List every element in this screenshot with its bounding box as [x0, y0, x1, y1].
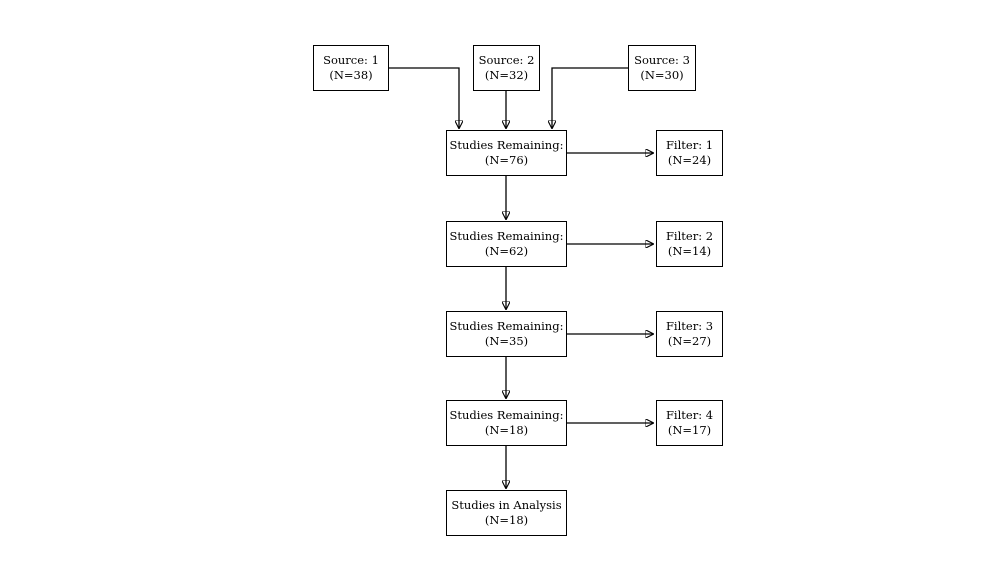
final-label: Studies in Analysis — [451, 498, 562, 512]
edge-source1-to-stage1 — [388, 67, 459, 128]
stage-1-label: Studies Remaining: — [449, 138, 564, 152]
source-box-3: Source: 3 (N=30) — [628, 45, 696, 91]
filter-3-label: Filter: 3 — [665, 319, 714, 333]
filter-2-label: Filter: 2 — [665, 229, 714, 243]
source-1-count: (N=38) — [329, 68, 373, 82]
stage-box-3: Studies Remaining: (N=35) — [446, 311, 567, 357]
source-3-count: (N=30) — [640, 68, 684, 82]
filter-2-count: (N=14) — [667, 244, 712, 258]
stage-box-4: Studies Remaining: (N=18) — [446, 400, 567, 446]
filter-box-2: Filter: 2 (N=14) — [656, 221, 723, 267]
stage-box-2: Studies Remaining: (N=62) — [446, 221, 567, 267]
source-1-label: Source: 1 — [323, 53, 379, 67]
filter-box-4: Filter: 4 (N=17) — [656, 400, 723, 446]
source-box-2: Source: 2 (N=32) — [473, 45, 540, 91]
source-2-count: (N=32) — [484, 68, 529, 82]
stage-3-count: (N=35) — [484, 334, 529, 348]
stage-2-label: Studies Remaining: — [449, 229, 564, 243]
stage-1-count: (N=76) — [484, 153, 529, 167]
source-box-1: Source: 1 (N=38) — [313, 45, 389, 91]
stage-box-1: Studies Remaining: (N=76) — [446, 130, 567, 176]
filter-4-label: Filter: 4 — [665, 408, 714, 422]
filter-4-count: (N=17) — [667, 423, 712, 437]
source-2-label: Source: 2 — [478, 53, 535, 67]
stage-2-count: (N=62) — [484, 244, 529, 258]
final-count: (N=18) — [484, 513, 529, 527]
final-box-studies-in-analysis: Studies in Analysis (N=18) — [446, 490, 567, 536]
edge-source3-to-stage1 — [552, 67, 628, 128]
stage-3-label: Studies Remaining: — [449, 319, 564, 333]
stage-4-label: Studies Remaining: — [449, 408, 564, 422]
filter-box-1: Filter: 1 (N=24) — [656, 130, 723, 176]
filter-1-label: Filter: 1 — [665, 138, 714, 152]
filter-3-count: (N=27) — [667, 334, 712, 348]
stage-4-count: (N=18) — [484, 423, 529, 437]
filter-box-3: Filter: 3 (N=27) — [656, 311, 723, 357]
filter-1-count: (N=24) — [667, 153, 712, 167]
source-3-label: Source: 3 — [634, 53, 690, 67]
